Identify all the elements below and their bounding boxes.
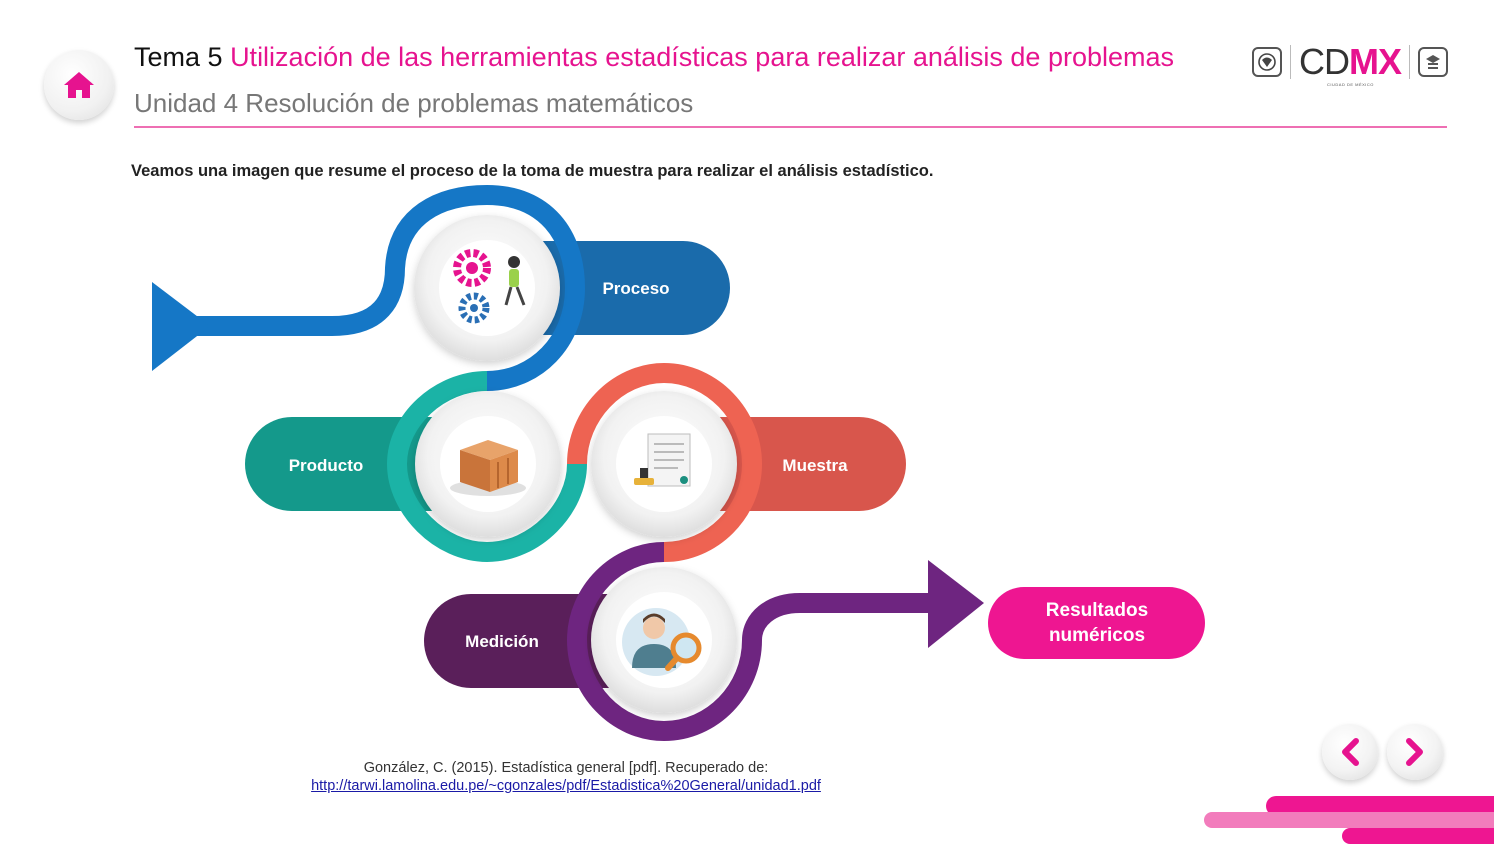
page-subtitle: Unidad 4 Resolución de problemas matemát…	[134, 88, 694, 118]
emblem-icon	[1252, 47, 1282, 77]
step-label-muestra: Muestra	[782, 456, 848, 475]
step-label-medicion: Medición	[465, 632, 539, 651]
teal-flow-path	[386, 371, 587, 563]
chevron-right-icon	[1406, 738, 1423, 766]
header-divider	[134, 126, 1447, 128]
medicion-icon-circle	[591, 567, 737, 713]
certificate-stamp-icon	[634, 433, 691, 487]
next-button[interactable]	[1387, 724, 1443, 780]
proceso-icon-circle	[414, 215, 560, 361]
title-prefix: Tema 5	[134, 42, 223, 72]
institution-logos: CDMX	[1252, 44, 1448, 80]
citation: González, C. (2015). Estadística general…	[266, 759, 866, 795]
decorative-stripe	[1266, 796, 1494, 816]
purple-flow-path	[566, 542, 935, 742]
seal-icon	[1418, 47, 1448, 77]
logo-separator	[1409, 45, 1410, 79]
end-arrow-icon	[928, 560, 984, 648]
decorative-stripe	[1342, 828, 1494, 844]
intro-text: Veamos una imagen que resume el proceso …	[131, 162, 934, 180]
result-line-1: Resultados	[1046, 600, 1148, 621]
cdmx-logo-caption: CIUDAD DE MÉXICO	[1327, 82, 1374, 87]
page-title: Tema 5 Utilización de las herramientas e…	[134, 42, 1174, 73]
chevron-left-icon	[1342, 738, 1359, 766]
home-button[interactable]	[44, 50, 114, 120]
gears-person-icon	[453, 249, 526, 324]
step-label-proceso: Proceso	[602, 279, 669, 298]
box-icon	[450, 440, 526, 496]
citation-link[interactable]: http://tarwi.lamolina.edu.pe/~cgonzales/…	[311, 778, 821, 794]
result-box	[988, 587, 1205, 659]
result-line-2: numéricos	[1049, 625, 1145, 646]
coral-flow-path	[567, 362, 763, 562]
start-arrow-icon	[152, 282, 210, 371]
blue-flow-path	[170, 184, 586, 391]
previous-button[interactable]	[1322, 724, 1378, 780]
step-label-producto: Producto	[289, 456, 364, 475]
cdmx-logo: CDMX	[1299, 41, 1402, 82]
home-icon	[64, 72, 94, 98]
muestra-icon-circle	[591, 391, 737, 537]
citation-text: González, C. (2015). Estadística general…	[363, 760, 769, 776]
logo-separator	[1290, 45, 1291, 79]
person-magnifier-icon	[622, 608, 702, 676]
producto-icon-circle	[415, 391, 561, 537]
title-topic: Utilización de las herramientas estadíst…	[230, 42, 1175, 72]
decorative-stripe	[1204, 812, 1494, 828]
